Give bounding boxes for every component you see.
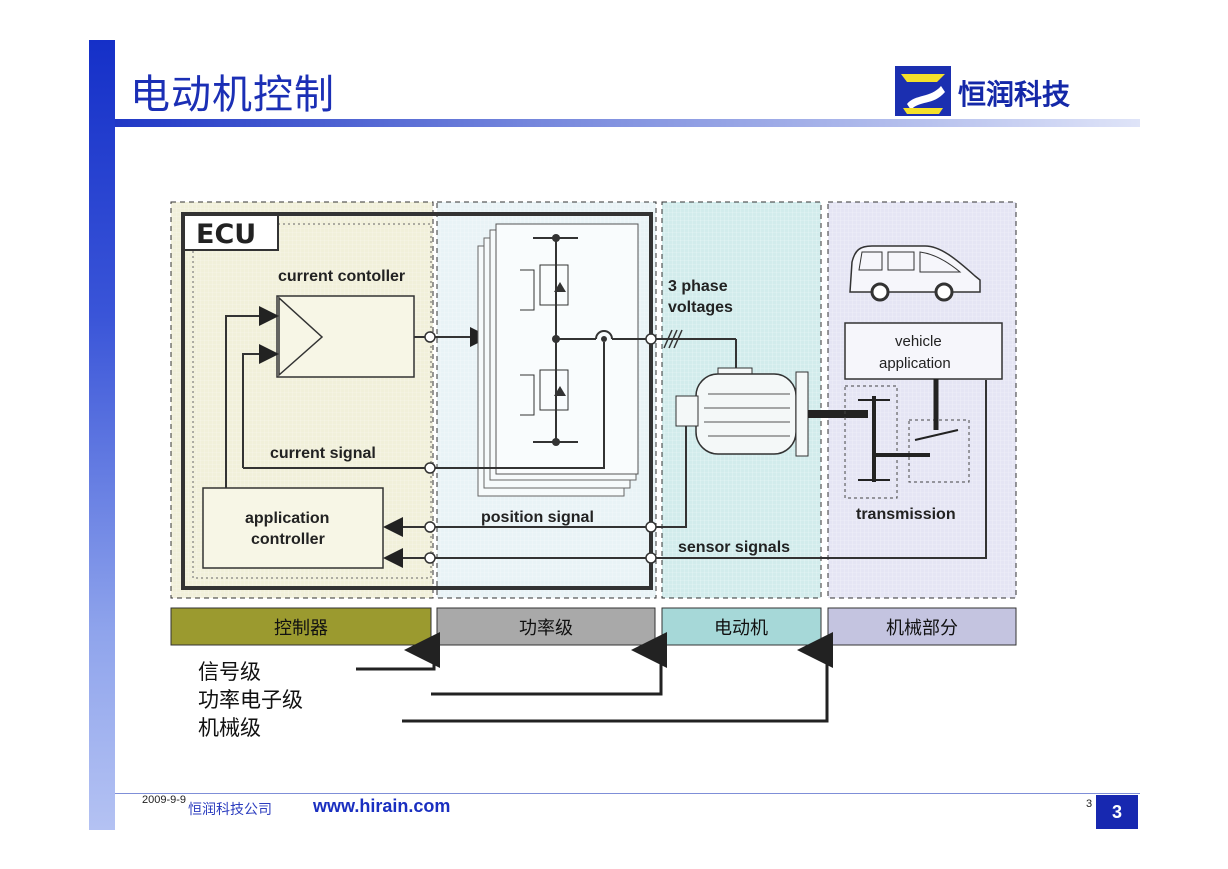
category-label-motor: 电动机: [714, 618, 768, 639]
application-controller-label-1: application: [245, 510, 329, 527]
ecu-frame: [181, 212, 653, 590]
application-controller-box: [202, 487, 384, 569]
page-number-badge: 3: [1096, 795, 1138, 829]
application-controller-label-2: controller: [251, 531, 325, 548]
sensor-signals-label: sensor signals: [678, 539, 790, 556]
legend-arrow-power: [431, 632, 667, 696]
footer-url-link[interactable]: www.hirain.com: [313, 796, 451, 816]
slide-title: 电动机控制: [130, 72, 335, 118]
footer-company: 恒润科技公司: [188, 802, 272, 818]
footer-small-page-number: 3: [1086, 798, 1093, 810]
current-controller-box: [276, 295, 415, 378]
inverter-bridge: [477, 223, 639, 497]
motor-icon: [675, 367, 868, 457]
category-bar-mechanical: 机械部分: [827, 607, 1017, 646]
signal-connectors: [424, 331, 657, 564]
position-signal-label: position signal: [481, 509, 594, 526]
current-signal-label: current signal: [270, 445, 376, 462]
vehicle-application-label-1: vehicle: [895, 333, 942, 350]
title-underline: [115, 119, 1140, 127]
vehicle-application-label-2: application: [879, 355, 951, 372]
legend-mechanical-level: 机械级: [198, 716, 261, 740]
footer-rule: [115, 793, 1140, 794]
category-bar-power: 功率级: [436, 607, 656, 646]
legend-arrow-mechanical: [402, 632, 833, 723]
legend-signal-level: 信号级: [198, 660, 261, 684]
vehicle-icon: [849, 245, 981, 302]
legend-power-electronics-level: 功率电子级: [198, 688, 303, 712]
footer-date: 2009-9-9: [142, 794, 187, 806]
ecu-label-box: [183, 214, 279, 251]
legend-arrow-signal: [356, 632, 440, 671]
three-phase-label-2: voltages: [668, 299, 733, 316]
company-logo-icon: [895, 66, 951, 116]
category-bar-controller: 控制器: [170, 607, 432, 646]
category-bar-motor: 电动机: [661, 607, 822, 646]
logo-text: 恒润科技: [958, 79, 1071, 110]
category-label-controller: 控制器: [274, 618, 328, 639]
transmission-icon: [844, 379, 970, 499]
current-controller-label: current contoller: [278, 268, 405, 285]
transmission-label: transmission: [856, 506, 956, 523]
ecu-label: ECU: [196, 219, 256, 250]
category-label-mechanical: 机械部分: [886, 618, 958, 639]
left-accent-bar: [89, 40, 115, 830]
three-phase-label-1: 3 phase: [668, 278, 728, 295]
category-label-power: 功率级: [519, 618, 573, 639]
vehicle-application-box: [844, 322, 1003, 380]
